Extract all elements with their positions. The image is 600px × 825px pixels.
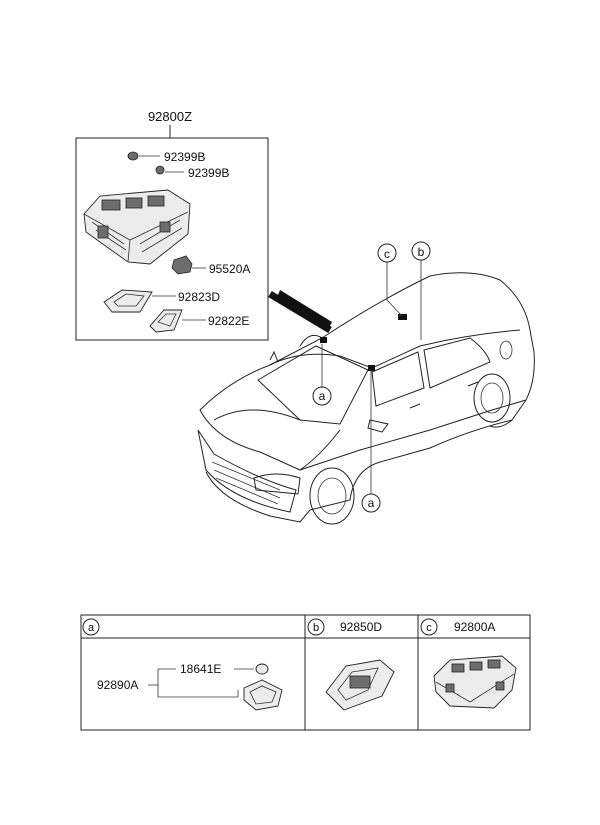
part-label-95520A: 95520A (209, 262, 250, 276)
detail-table: a b 92850D c 92800A 92890A 18641E (80, 614, 531, 731)
overhead-console-icon (433, 655, 517, 709)
section-b-title: 92850D (340, 620, 382, 634)
callout-c: c (377, 243, 397, 263)
svg-text:b: b (313, 622, 319, 634)
map-lamp-icon (243, 679, 283, 711)
section-c-header: c 92800A (420, 618, 495, 636)
section-a-bracket-top (148, 668, 176, 686)
part-label-92822E: 92822E (208, 314, 249, 328)
svg-text:c: c (426, 622, 432, 634)
callout-a-side: a (361, 493, 381, 513)
section-a-bracket-bottom (157, 685, 239, 698)
svg-text:a: a (368, 496, 375, 510)
bezel-frame-icon (103, 289, 176, 313)
bulb-icon (255, 663, 269, 675)
car-illustration (197, 272, 535, 525)
part-label-92399B-2: 92399B (188, 166, 229, 180)
svg-text:c: c (384, 247, 390, 261)
callout-a-roof: a (312, 386, 332, 406)
bulb-icon (155, 165, 184, 175)
part-label-18641E: 18641E (180, 662, 221, 676)
room-lamp-icon (325, 659, 395, 711)
assembly-label-92800Z: 92800Z (148, 109, 192, 124)
section-b-header: b 92850D (307, 618, 382, 636)
part-label-92399B-1: 92399B (164, 150, 205, 164)
callout-leader-c (386, 262, 403, 317)
callout-b: b (411, 241, 431, 261)
lamp-location-a-side (368, 365, 375, 371)
section-c-title: 92800A (454, 620, 495, 634)
overhead-console-icon (83, 189, 191, 265)
assembly-box (75, 137, 269, 341)
lamp-location-a-front (320, 337, 327, 343)
switch-icon (171, 255, 206, 275)
svg-text:a: a (88, 622, 95, 634)
pointer-arrow-body (268, 290, 332, 334)
section-a-header: a (82, 618, 100, 636)
svg-text:a: a (319, 389, 326, 403)
bulb-icon (127, 151, 160, 161)
lens-cover-icon (149, 309, 206, 333)
lamp-location-c (398, 314, 407, 320)
part-label-92823D: 92823D (178, 290, 220, 304)
svg-text:b: b (418, 245, 425, 259)
part-label-92890A: 92890A (97, 678, 138, 692)
overhead-console-group: 92800Z 92399B 92399B (75, 109, 269, 341)
